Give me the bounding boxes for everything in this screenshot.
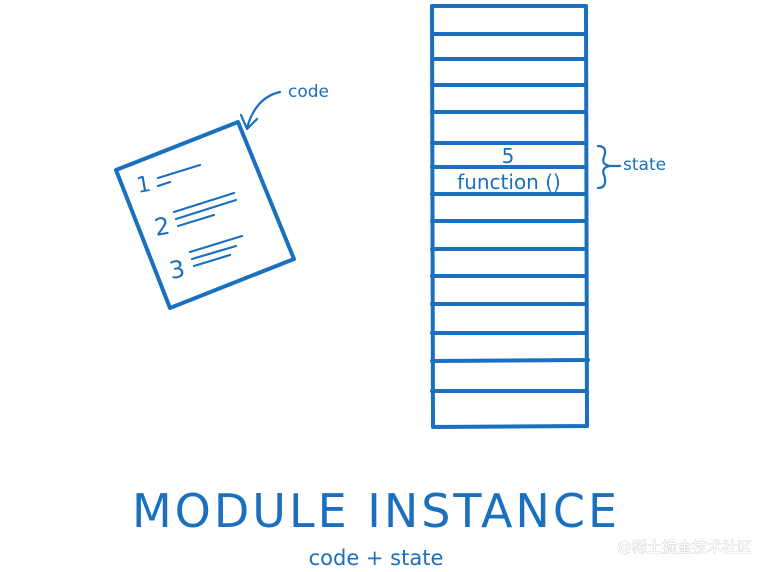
code-line-3a: [188, 234, 244, 254]
code-document: 1 2 3: [114, 120, 296, 310]
state-function: function (): [457, 170, 561, 194]
code-line-1b: [156, 180, 172, 188]
code-line-2b: [174, 198, 238, 221]
diagram-subtitle: code + state: [309, 546, 444, 570]
list-number-2: 2: [152, 212, 172, 242]
code-arrow-icon: [245, 90, 282, 130]
code-arrowhead-icon: [239, 113, 259, 131]
state-annotation: state: [596, 144, 666, 190]
code-line-3b: [190, 244, 238, 261]
code-annotation: code: [239, 82, 329, 131]
watermark: @稀土掘金技术社区: [617, 538, 752, 556]
diagram-title: MODULE INSTANCE: [132, 484, 620, 538]
memory-stack-outline: [430, 4, 589, 429]
state-label: state: [623, 155, 666, 175]
code-line-1a: [156, 163, 202, 180]
code-line-3c: [192, 253, 232, 268]
code-line-2a: [172, 191, 236, 214]
code-label: code: [288, 82, 329, 102]
document-page-icon: [114, 120, 296, 310]
memory-row-dividers: [430, 32, 590, 393]
state-memory-stack: 5 function (): [430, 4, 590, 429]
state-brace-icon: [596, 144, 612, 190]
list-number-3: 3: [167, 255, 187, 285]
code-line-2c: [176, 213, 216, 228]
state-value: 5: [502, 144, 515, 168]
list-number-1: 1: [135, 172, 153, 199]
